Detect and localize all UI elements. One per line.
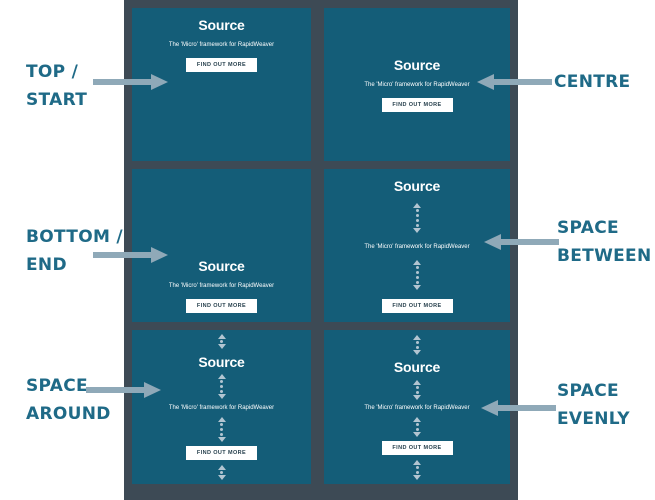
find-out-more-button[interactable]: FIND OUT MORE	[186, 58, 257, 72]
card-title: Source	[393, 178, 441, 194]
vertical-double-arrow-icon	[217, 464, 226, 480]
panel-space-around: Source The 'Micro' framework for RapidWe…	[132, 330, 311, 484]
card-subtitle: The 'Micro' framework for RapidWeaver	[364, 82, 470, 88]
card-title: Source	[393, 359, 441, 375]
label-line: END	[26, 255, 67, 275]
panel-centre: Source The 'Micro' framework for RapidWe…	[324, 8, 510, 161]
vertical-double-arrow-icon	[217, 334, 226, 350]
find-out-more-button[interactable]: FIND OUT MORE	[381, 441, 453, 455]
label-line: BETWEEN	[557, 246, 652, 266]
card-subtitle: The 'Micro' framework for RapidWeaver	[364, 405, 470, 411]
label-line: SPACE	[557, 381, 619, 401]
label-centre: CENTRE	[554, 68, 630, 96]
find-out-more-button[interactable]: FIND OUT MORE	[381, 299, 453, 313]
label-line: BOTTOM /	[26, 227, 123, 247]
card-title: Source	[393, 57, 441, 73]
vertical-double-arrow-icon	[217, 374, 226, 400]
label-line: AROUND	[26, 404, 111, 424]
label-line: START	[26, 90, 88, 110]
panel-grid: Source The 'Micro' framework for RapidWe…	[124, 0, 518, 500]
arrow-right-icon	[93, 247, 168, 263]
find-out-more-button[interactable]: FIND OUT MORE	[381, 98, 453, 112]
vertical-double-arrow-icon	[413, 459, 421, 480]
arrow-right-icon	[86, 382, 161, 398]
panel-bottom-end: Source The 'Micro' framework for RapidWe…	[132, 169, 311, 322]
panel-space-evenly: Source The 'Micro' framework for RapidWe…	[324, 330, 510, 484]
vertical-double-arrow-icon	[413, 259, 421, 290]
label-line: CENTRE	[554, 72, 631, 92]
arrow-left-icon	[481, 400, 556, 416]
card-subtitle: The 'Micro' framework for RapidWeaver	[364, 243, 470, 250]
vertical-double-arrow-icon	[413, 203, 421, 234]
vertical-double-arrow-icon	[217, 416, 226, 442]
label-bottom-end: BOTTOM / END	[26, 223, 123, 279]
card-title: Source	[198, 353, 245, 370]
label-line: EVENLY	[557, 409, 630, 429]
label-space-around: SPACE AROUND	[26, 372, 111, 428]
card-subtitle: The 'Micro' framework for RapidWeaver	[168, 42, 275, 48]
label-line: SPACE	[26, 376, 88, 396]
label-line: TOP /	[26, 62, 79, 82]
label-space-evenly: SPACE EVENLY	[557, 377, 630, 433]
vertical-double-arrow-icon	[413, 379, 421, 400]
label-line: SPACE	[557, 218, 619, 238]
card-subtitle: The 'Micro' framework for RapidWeaver	[168, 283, 275, 289]
card-title: Source	[198, 258, 245, 274]
card-title: Source	[198, 17, 245, 33]
card-subtitle: The 'Micro' framework for RapidWeaver	[168, 404, 275, 411]
vertical-double-arrow-icon	[413, 334, 421, 355]
find-out-more-button[interactable]: FIND OUT MORE	[186, 299, 257, 313]
panel-space-between: Source The 'Micro' framework for RapidWe…	[324, 169, 510, 322]
vertical-double-arrow-icon	[413, 416, 421, 437]
arrow-left-icon	[484, 234, 559, 250]
arrow-right-icon	[93, 74, 168, 90]
label-top-start: TOP / START	[26, 58, 87, 114]
arrow-left-icon	[477, 74, 552, 90]
find-out-more-button[interactable]: FIND OUT MORE	[186, 446, 257, 461]
label-space-between: SPACE BETWEEN	[557, 214, 651, 270]
